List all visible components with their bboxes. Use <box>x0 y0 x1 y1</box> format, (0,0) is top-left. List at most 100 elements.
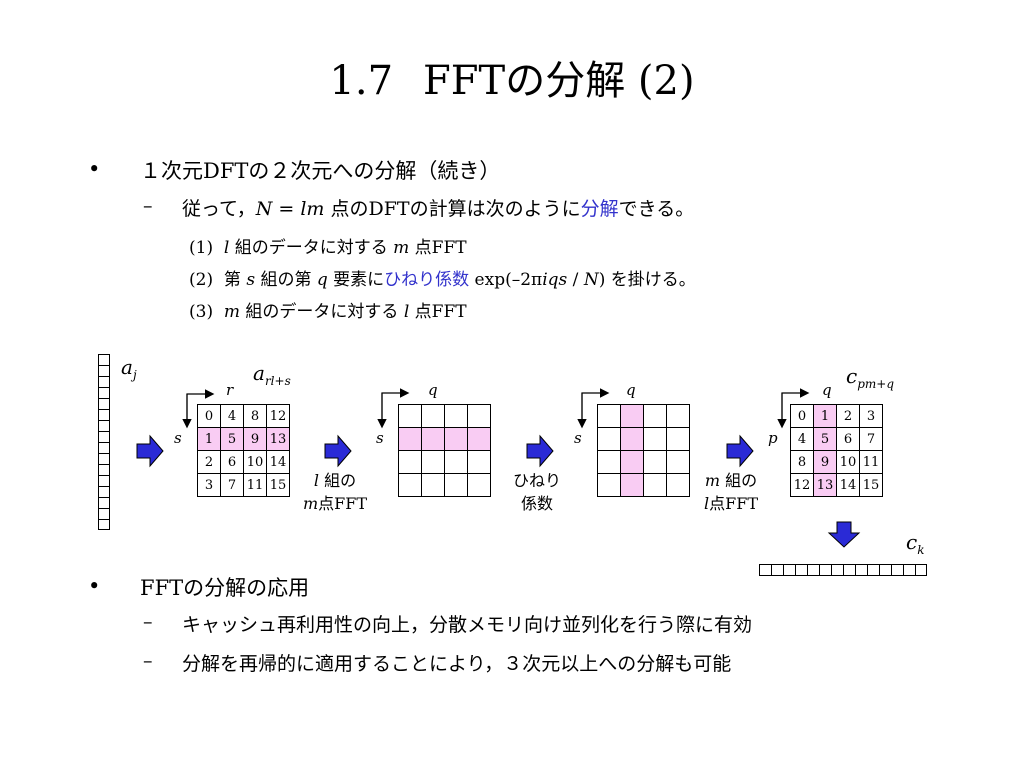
blue-arrow-down <box>827 521 861 548</box>
vector-cell <box>98 497 110 508</box>
caption-3: m 組の l点FFT <box>704 471 759 513</box>
sub-bullet-1: 従って，N = lm 点のDFTの計算は次のように分解できる。 <box>182 198 695 220</box>
grid-cell: 8 <box>790 450 814 474</box>
axis-p: p <box>768 429 778 447</box>
sub-dash: – <box>143 611 153 633</box>
grid-2 <box>398 404 491 497</box>
vector-cell <box>98 464 110 475</box>
grid-cell: 6 <box>220 450 244 474</box>
label-c-pmq: cpm+q <box>846 364 894 391</box>
step-2: (2) 第 s 組の第 q 要素にひねり係数 exp(–2πiqs / N) を… <box>189 270 696 290</box>
grid-cell: 1 <box>197 427 221 451</box>
vector-cell <box>807 564 819 576</box>
grid-cell: 12 <box>266 404 290 428</box>
grid-cell: 5 <box>220 427 244 451</box>
grid-cell: 12 <box>790 473 814 497</box>
vector-cell <box>98 376 110 387</box>
grid-cell: 2 <box>836 404 860 428</box>
grid-cell: 9 <box>243 427 267 451</box>
bullet-text-2: FFTの分解の応用 <box>140 576 310 600</box>
vector-cell <box>98 365 110 376</box>
axis-s-1: s <box>174 429 182 447</box>
vector-cell <box>98 508 110 519</box>
input-vector <box>98 354 110 530</box>
vector-cell <box>98 453 110 464</box>
grid-cell: 9 <box>813 450 837 474</box>
step-3: (3) m 組のデータに対する l 点FFT <box>189 302 467 322</box>
vector-cell <box>98 431 110 442</box>
axis-q-4: q <box>822 381 832 399</box>
blue-arrow-4 <box>726 434 754 468</box>
sub-dash: – <box>143 195 153 217</box>
label-a-j: aj <box>121 355 137 382</box>
vector-cell <box>831 564 843 576</box>
blue-arrow-1 <box>136 434 164 468</box>
grid-cell: 7 <box>859 427 883 451</box>
vector-cell <box>879 564 891 576</box>
grid-cell: 0 <box>197 404 221 428</box>
vector-cell <box>891 564 903 576</box>
label-c-k: ck <box>906 530 925 557</box>
vector-cell <box>98 519 110 530</box>
vector-cell <box>915 564 927 576</box>
sub-bullet-2b: 分解を再帰的に適用することにより，３次元以上への分解も可能 <box>182 653 732 675</box>
vector-cell <box>867 564 879 576</box>
grid-cell: 0 <box>790 404 814 428</box>
grid-cell: 3 <box>197 473 221 497</box>
vector-cell <box>98 387 110 398</box>
grid-cell: 4 <box>790 427 814 451</box>
grid-cell: 2 <box>197 450 221 474</box>
vector-cell <box>771 564 783 576</box>
blue-arrow-2 <box>324 434 352 468</box>
vector-cell <box>98 409 110 420</box>
grid-cell: 5 <box>813 427 837 451</box>
grid-cell: 10 <box>243 450 267 474</box>
slide-title: 1.7 FFTの分解 (2) <box>0 48 1024 106</box>
vector-cell <box>98 420 110 431</box>
label-a-rls: arl+s <box>253 361 291 388</box>
vector-cell <box>98 442 110 453</box>
title-number: 1.7 <box>329 58 394 104</box>
vector-cell <box>855 564 867 576</box>
grid-3 <box>597 404 690 497</box>
sub-dash: – <box>143 650 153 672</box>
title-text: FFTの分解 (2) <box>423 58 695 104</box>
vector-cell <box>843 564 855 576</box>
grid-cell: 7 <box>220 473 244 497</box>
vector-cell <box>783 564 795 576</box>
step-1: (1) l 組のデータに対する m 点FFT <box>189 238 467 258</box>
vector-cell <box>98 475 110 486</box>
grid-cell: 3 <box>859 404 883 428</box>
vector-cell <box>819 564 831 576</box>
vector-cell <box>903 564 915 576</box>
blue-arrow-3 <box>526 434 554 468</box>
grid-cell: 11 <box>243 473 267 497</box>
grid-cell: 15 <box>859 473 883 497</box>
axis-s-2: s <box>376 429 384 447</box>
grid-cell: 4 <box>220 404 244 428</box>
axis-s-3: s <box>574 429 582 447</box>
caption-1: l 組の m点FFT <box>303 471 368 513</box>
grid-cell: 14 <box>266 450 290 474</box>
caption-2: ひねり係数 <box>513 471 562 513</box>
grid-cell: 11 <box>859 450 883 474</box>
vector-cell <box>759 564 771 576</box>
bullet-marker: • <box>88 574 101 598</box>
vector-cell <box>98 354 110 365</box>
axis-q-3: q <box>626 381 636 399</box>
vector-cell <box>98 486 110 497</box>
grid-cell: 15 <box>266 473 290 497</box>
grid-cell: 10 <box>836 450 860 474</box>
vector-cell <box>98 398 110 409</box>
axis-q-2: q <box>428 381 438 399</box>
grid-cell: 14 <box>836 473 860 497</box>
vector-cell <box>795 564 807 576</box>
grid-cell: 8 <box>243 404 267 428</box>
bullet-marker: • <box>88 157 101 181</box>
grid-cell: 1 <box>813 404 837 428</box>
grid-cell: 6 <box>836 427 860 451</box>
axis-r: r <box>226 381 234 399</box>
